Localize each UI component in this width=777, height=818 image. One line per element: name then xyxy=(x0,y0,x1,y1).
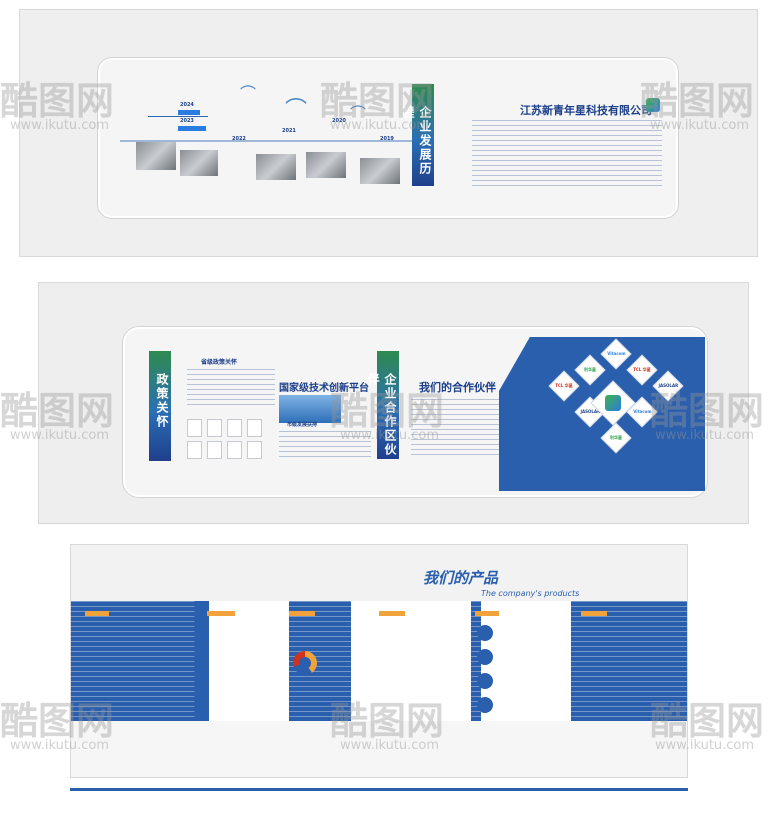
year-2024-tag xyxy=(178,110,200,115)
product-card xyxy=(481,601,571,721)
policy-document xyxy=(227,441,242,459)
partner-logo: Vitacom xyxy=(607,351,626,357)
policy-document xyxy=(207,441,222,459)
product-card xyxy=(209,601,289,721)
company-name: 江苏新青年星科技有限公司 xyxy=(520,104,652,117)
history-photo xyxy=(256,154,296,180)
timeline-step xyxy=(148,116,208,117)
section-pill xyxy=(475,611,499,616)
timeline-panel: 2024 2023 2022 2021 2020 2019 ⌒ ⌒ ⌒ 企业发展… xyxy=(19,9,758,257)
company-logo-icon xyxy=(646,98,660,112)
section-pill xyxy=(85,611,109,616)
products-panel: 我们的产品 The company's products xyxy=(70,544,688,778)
year-2023: 2023 xyxy=(180,118,194,124)
history-photo xyxy=(360,158,400,184)
section-pill xyxy=(289,611,315,616)
partner-logo: 利华星 xyxy=(584,367,596,372)
policy-vertical-title: 政策关怀 xyxy=(155,373,169,429)
partner-logo: TCL 华星 xyxy=(633,367,651,372)
history-photo xyxy=(306,152,346,178)
policy-document xyxy=(187,441,202,459)
products-title-cn: 我们的产品 xyxy=(423,569,499,587)
policy-document xyxy=(227,419,242,437)
bird-icon: ⌒ xyxy=(350,104,367,123)
partner-logo: TCL 华星 xyxy=(555,383,573,388)
policy-document xyxy=(247,419,262,437)
product-card xyxy=(351,601,471,721)
bird-icon: ⌒ xyxy=(240,84,257,103)
year-2021: 2021 xyxy=(282,128,296,134)
cooperation-vertical-title: 企业合作区伙伴 xyxy=(366,373,397,457)
partner-title: 我们的合作伙伴 xyxy=(419,381,496,394)
feature-icon xyxy=(477,625,493,641)
city-text xyxy=(279,431,371,457)
year-2019: 2019 xyxy=(380,136,394,142)
platform-photo xyxy=(279,395,341,423)
bottom-bar xyxy=(70,788,688,791)
year-2023-tag xyxy=(178,126,206,131)
policy-partner-panel: 政策关怀 省级政策关怀 国家级技术创新平台 市级发展扶持 企业合作区伙伴 我们的… xyxy=(38,282,749,524)
year-2024: 2024 xyxy=(180,102,194,108)
partner-logo: JASOLAR xyxy=(658,383,679,389)
history-title-band: 企业发展历程 xyxy=(401,84,434,186)
platform-title: 国家级技术创新平台 xyxy=(279,383,369,394)
bird-icon: ⌒ xyxy=(285,98,308,123)
partner-logo: 利华星 xyxy=(610,435,622,440)
feature-icon xyxy=(477,649,493,665)
company-logo-icon xyxy=(605,395,621,411)
year-2022: 2022 xyxy=(232,136,246,142)
history-photo xyxy=(180,150,218,176)
products-title-en: The company's products xyxy=(481,589,580,598)
history-title: 企业发展历程 xyxy=(401,106,432,176)
feature-icon xyxy=(477,697,493,713)
partner-logo: Vitacom xyxy=(633,409,652,415)
policy-text xyxy=(187,369,275,409)
policy-heading: 省级政策关怀 xyxy=(201,359,238,366)
policy-document xyxy=(207,419,222,437)
section-pill xyxy=(581,611,607,616)
products-bottom-area xyxy=(71,721,687,777)
city-heading: 市级发展扶持 xyxy=(287,422,318,428)
policy-document xyxy=(187,419,202,437)
policy-band: 政策关怀 xyxy=(149,351,171,461)
cooperation-band: 企业合作区伙伴 xyxy=(366,351,399,459)
section-pill xyxy=(379,611,405,616)
donut-hole xyxy=(299,657,311,669)
history-photo xyxy=(136,142,176,170)
partner-text xyxy=(411,399,509,455)
feature-icon xyxy=(477,673,493,689)
year-2020: 2020 xyxy=(332,118,346,124)
timeline-track xyxy=(120,140,420,142)
company-intro-text xyxy=(472,120,662,190)
section-pill xyxy=(207,611,235,616)
policy-document xyxy=(247,441,262,459)
